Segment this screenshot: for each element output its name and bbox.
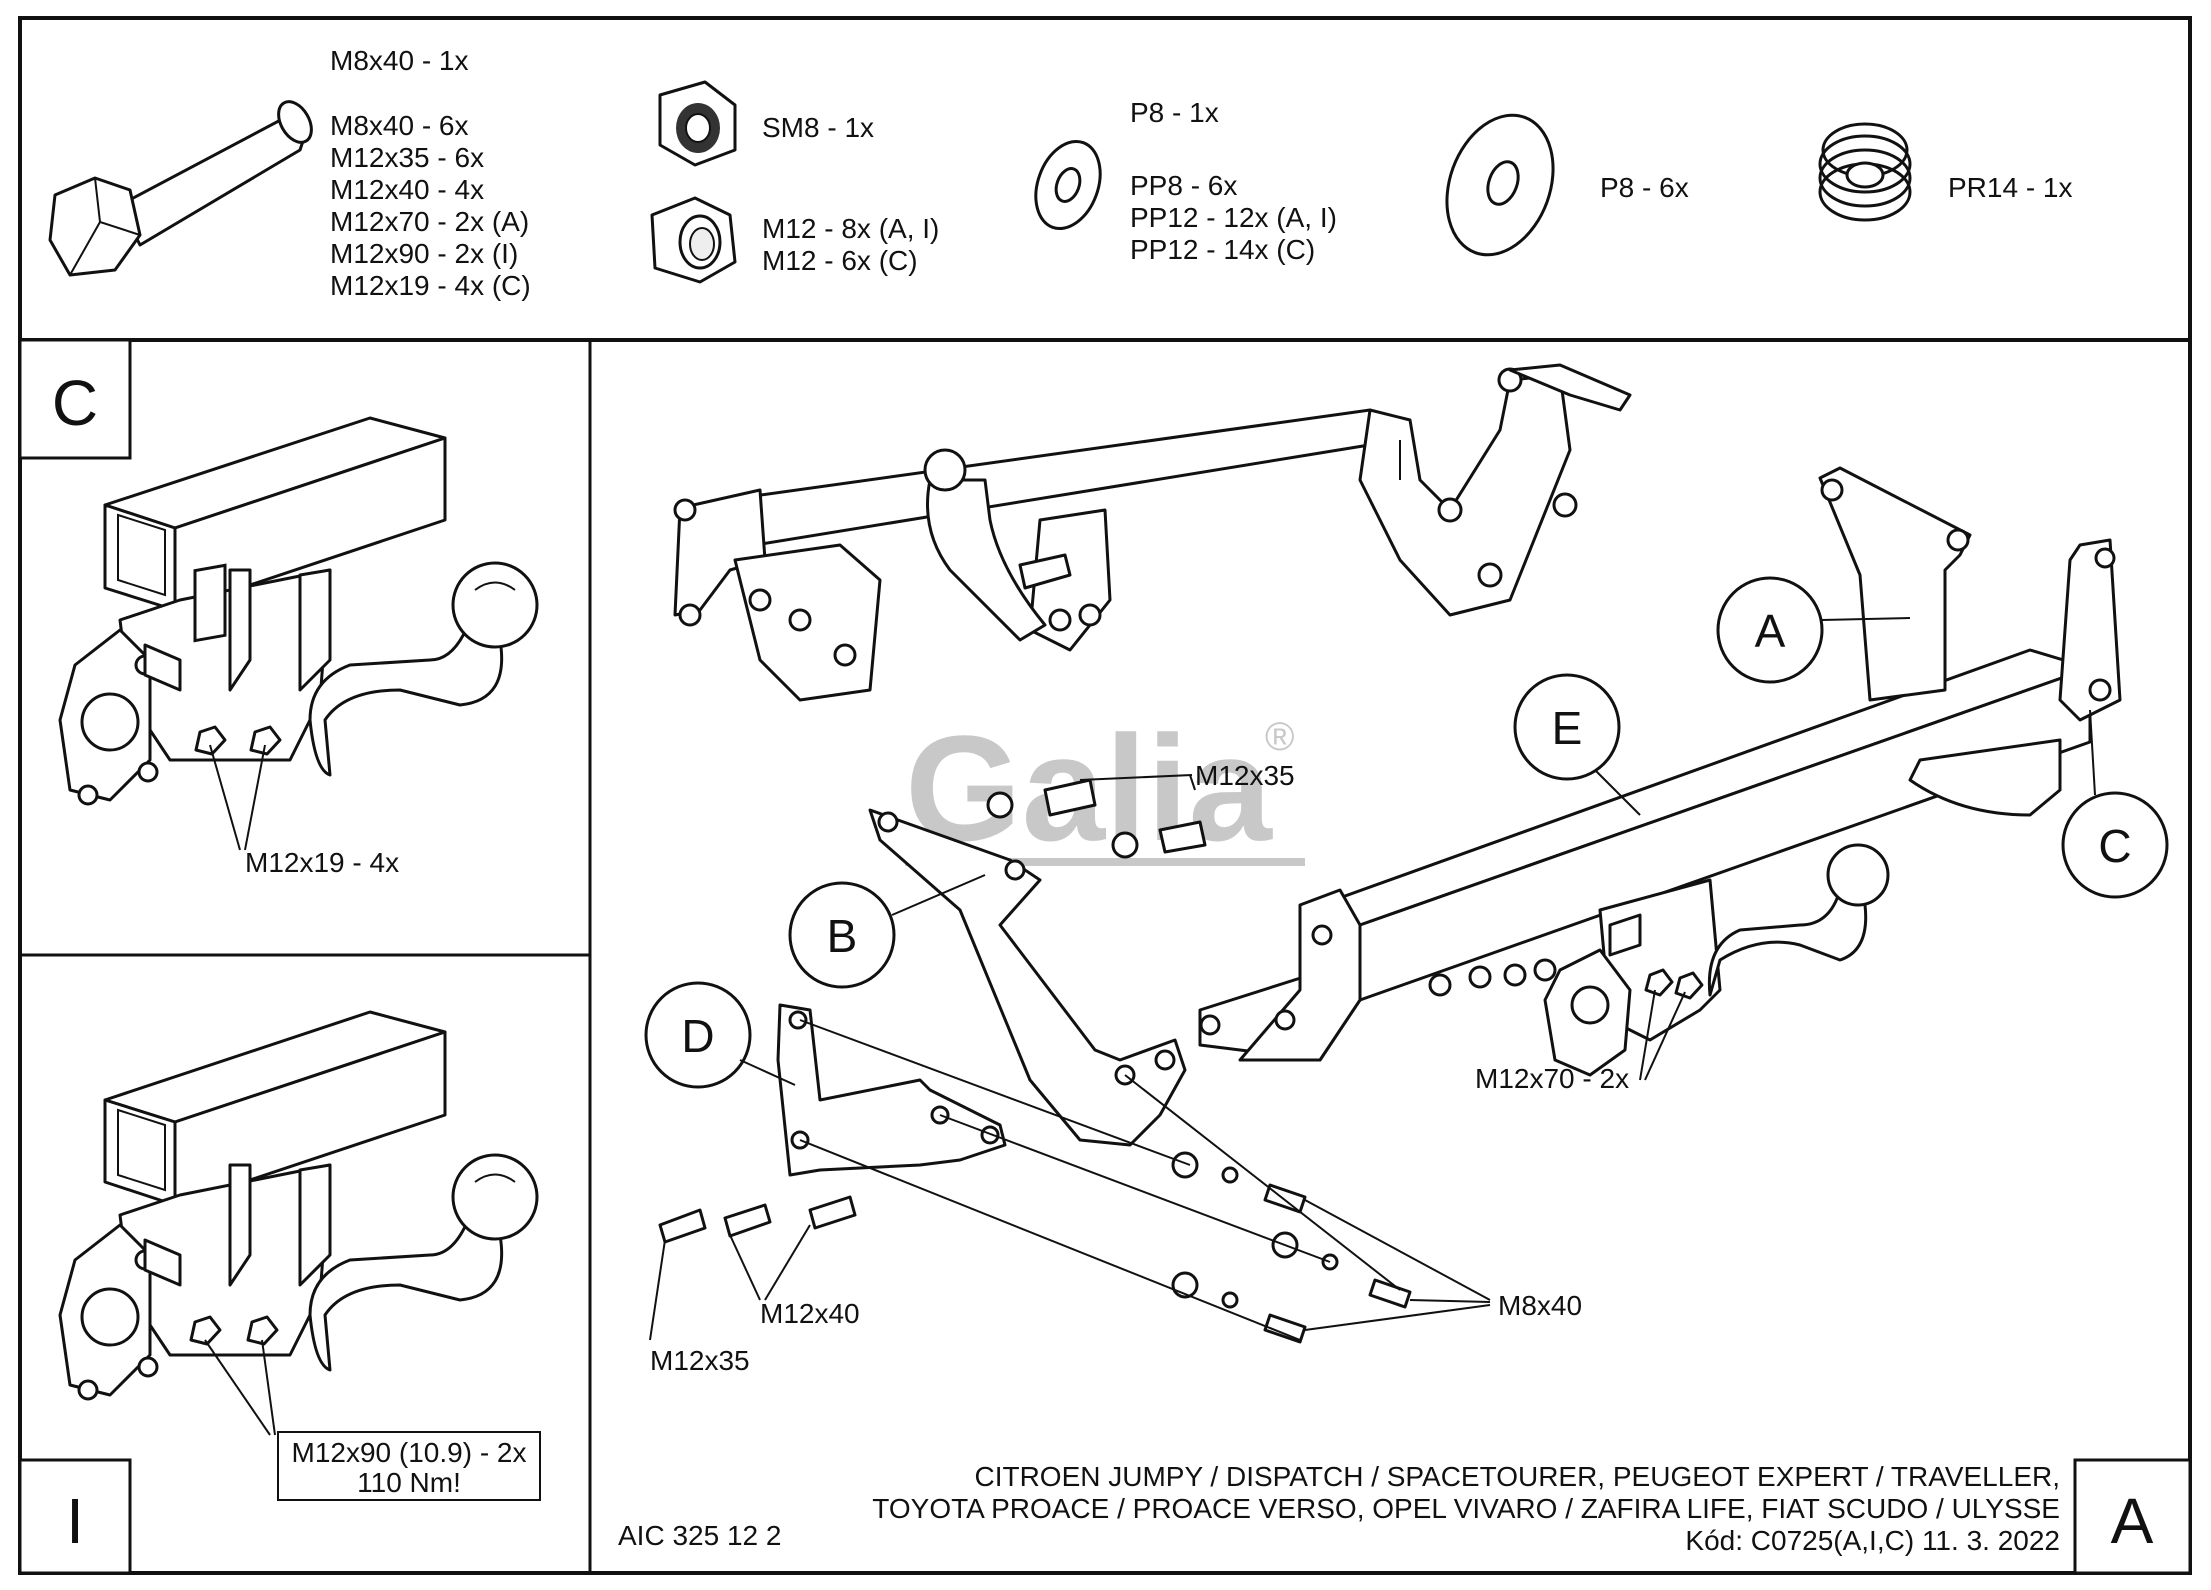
small-washer-spec-4: PP12 - 14x (C) (1130, 234, 1315, 265)
panel-i-towbar-illustration (58, 1010, 539, 1401)
bolt-spec-3: M12x35 - 6x (330, 142, 484, 173)
bracket-c (2058, 538, 2122, 722)
m12x40-label: M12x40 (760, 1298, 860, 1329)
panel-c-towbar-illustration (58, 416, 539, 806)
bracket-b (868, 808, 1362, 1147)
callout-b: B (788, 874, 986, 989)
bracket-a (1818, 466, 2062, 817)
assembly-lines (799, 1019, 1401, 1341)
variant-letter-box (2073, 1458, 2192, 1575)
bolt-spec-2: M8x40 - 6x (330, 110, 469, 141)
title-code-date: Kód: C0725(A,I,C) 11. 3. 2022 (1685, 1525, 2060, 1556)
panel-c-leader-2 (244, 744, 266, 851)
m12x35-top-label: M12x35 (1195, 760, 1295, 791)
spring-washer-icon (1818, 122, 1912, 222)
bolt-spec-6: M12x90 - 2x (I) (330, 238, 518, 269)
m8x40-leader-3 (1304, 1304, 1491, 1331)
title-vehicles-line1: CITROEN JUMPY / DISPATCH / SPACETOURER, … (974, 1461, 2060, 1492)
callout-c: C (2061, 709, 2169, 899)
bolt-icon (48, 100, 313, 277)
lock-nut-spec: SM8 - 1x (762, 112, 874, 143)
bolt-spec-5: M12x70 - 2x (A) (330, 206, 529, 237)
small-washer-icon (1034, 139, 1102, 231)
bolt-spec-4: M12x40 - 4x (330, 174, 484, 205)
panel-c-callout: M12x19 - 4x (245, 847, 399, 878)
panel-i-letter-box (18, 1458, 132, 1575)
small-washer-spec-1: P8 - 1x (1130, 97, 1219, 128)
callout-d: D (644, 981, 796, 1089)
panel-i-callout-box (277, 1431, 541, 1501)
sheet-border (18, 16, 2192, 1575)
callout-e-label: E (1552, 702, 1583, 754)
spring-washer-spec: PR14 - 1x (1948, 172, 2073, 203)
m12x35-bottom-leader (649, 1239, 666, 1341)
callout-c-label: C (2098, 820, 2131, 872)
drawing-code: AIC 325 12 2 (618, 1520, 781, 1551)
panel-i-letter: I (66, 1485, 84, 1557)
variant-letter: A (2111, 1485, 2154, 1557)
bracket-d (776, 1003, 1007, 1177)
panel-c-letter-box (18, 338, 132, 460)
panel-c-letter: C (52, 367, 98, 439)
fastener-set (658, 553, 1557, 1344)
hex-nut-icon (650, 196, 737, 284)
m12x70-leader-2 (1644, 991, 1686, 1081)
vehicle-crossmember (673, 363, 1632, 702)
bolt-spec-7: M12x19 - 4x (C) (330, 270, 531, 301)
hex-nut-spec-2: M12 - 6x (C) (762, 245, 918, 276)
callout-a: A (1716, 576, 1911, 684)
main-hook-assembly (1543, 843, 1890, 1077)
hex-nut-spec-1: M12 - 8x (A, I) (762, 213, 939, 244)
callout-b-label: B (827, 910, 858, 962)
lock-nut-icon (658, 80, 737, 167)
m12x35-bottom-label: M12x35 (650, 1345, 750, 1376)
panel-c-leader-1 (209, 744, 241, 851)
m8x40-leader-2 (1409, 1299, 1491, 1303)
panel-i-callout-line2: 110 Nm! (357, 1467, 461, 1498)
small-washer-spec-2: PP8 - 6x (1130, 170, 1237, 201)
m12x40-leader-2 (764, 1224, 811, 1301)
m12x70-label: M12x70 - 2x (1475, 1063, 1629, 1094)
panel-i-leader-1 (204, 1339, 271, 1436)
m12x40-leader-1 (729, 1234, 761, 1301)
bolt-spec-1: M8x40 - 1x (330, 45, 469, 76)
callout-a-label: A (1755, 605, 1786, 657)
large-washer-icon (1445, 113, 1555, 257)
m8x40-label: M8x40 (1498, 1290, 1582, 1321)
panel-i-leader-2 (261, 1339, 276, 1436)
m12x70-leader-1 (1639, 989, 1656, 1081)
callout-d-label: D (681, 1010, 714, 1062)
title-vehicles-line2: TOYOTA PROACE / PROACE VERSO, OPEL VIVAR… (872, 1493, 2060, 1524)
small-washer-spec-3: PP12 - 12x (A, I) (1130, 202, 1337, 233)
panel-i-callout-line1: M12x90 (10.9) - 2x (292, 1437, 527, 1468)
callout-e: E (1513, 673, 1641, 816)
large-washer-spec: P8 - 6x (1600, 172, 1689, 203)
m12x35-top-leader-2 (1079, 774, 1193, 781)
m12x35-top-leader-1 (1189, 774, 1196, 791)
watermark-registered-mark: ® (1265, 715, 1294, 759)
m8x40-leader-1 (1304, 1199, 1491, 1301)
